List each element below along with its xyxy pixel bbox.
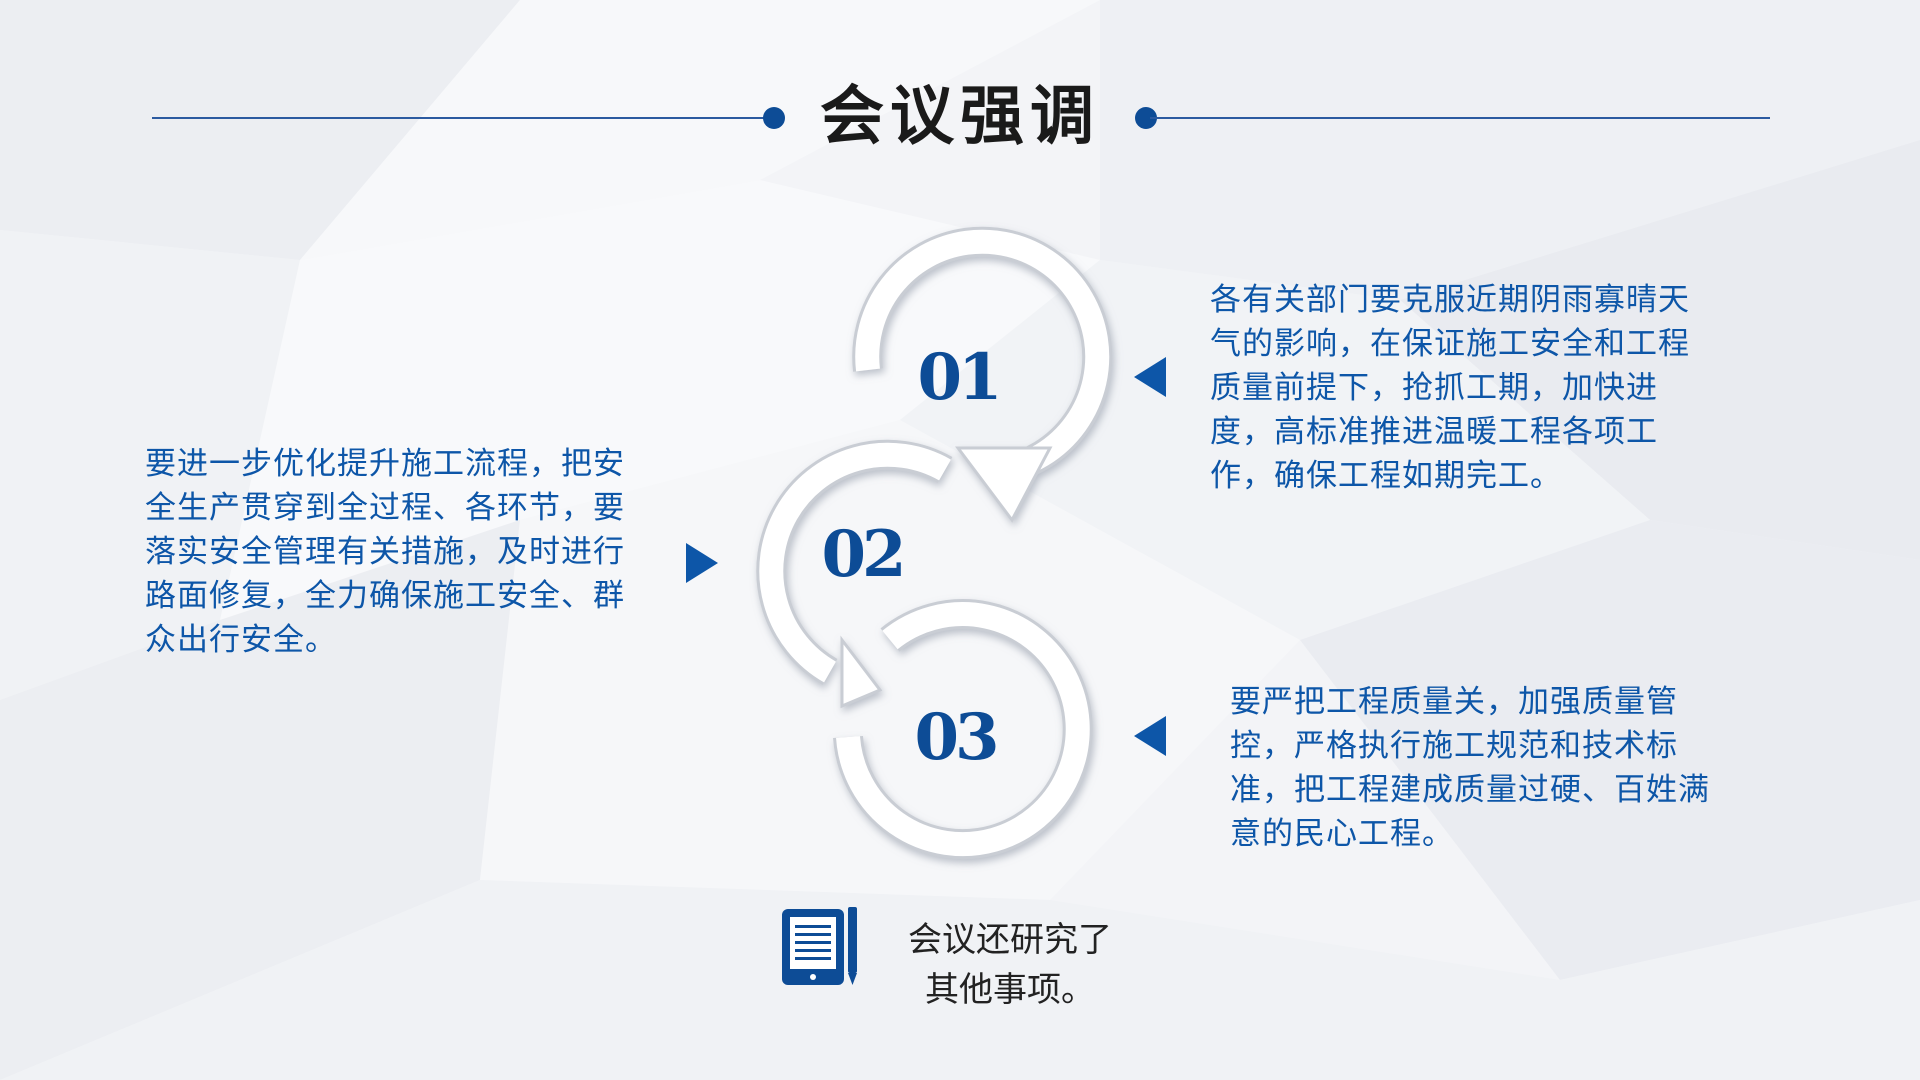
pointer-triangle-3 (1134, 716, 1166, 756)
note-text: 会议还研究了 其他事项。 (880, 915, 1140, 1015)
arrow-head-1 (955, 446, 1053, 523)
arrow-head-2 (840, 635, 883, 709)
page-title: 会议强调 (820, 80, 1100, 154)
pointer-triangle-2 (686, 543, 718, 583)
step-number-01: 01 (917, 340, 1002, 415)
step-number-03: 03 (914, 700, 999, 775)
title-rule-right (1150, 117, 1770, 119)
step-number-02: 02 (821, 517, 906, 592)
document-pen-icon (782, 907, 857, 985)
note-line-1: 会议还研究了 (908, 920, 1112, 960)
title-dot-right (1135, 107, 1157, 129)
step-text-03: 要严把工程质量关，加强质量管控，严格执行施工规范和技术标准，把工程建成质量过硬、… (1230, 684, 1710, 852)
title-rule-left (152, 117, 772, 119)
step-text-02: 要进一步优化提升施工流程，把安全生产贯穿到全过程、各环节，要落实安全管理有关措施… (145, 446, 625, 658)
step-text-01: 各有关部门要克服近期阴雨寡晴天气的影响，在保证施工安全和工程质量前提下，抢抓工期… (1210, 282, 1690, 494)
pointer-triangle-1 (1134, 357, 1166, 397)
note-line-2: 其他事项。 (925, 970, 1095, 1010)
title-dot-left (763, 107, 785, 129)
